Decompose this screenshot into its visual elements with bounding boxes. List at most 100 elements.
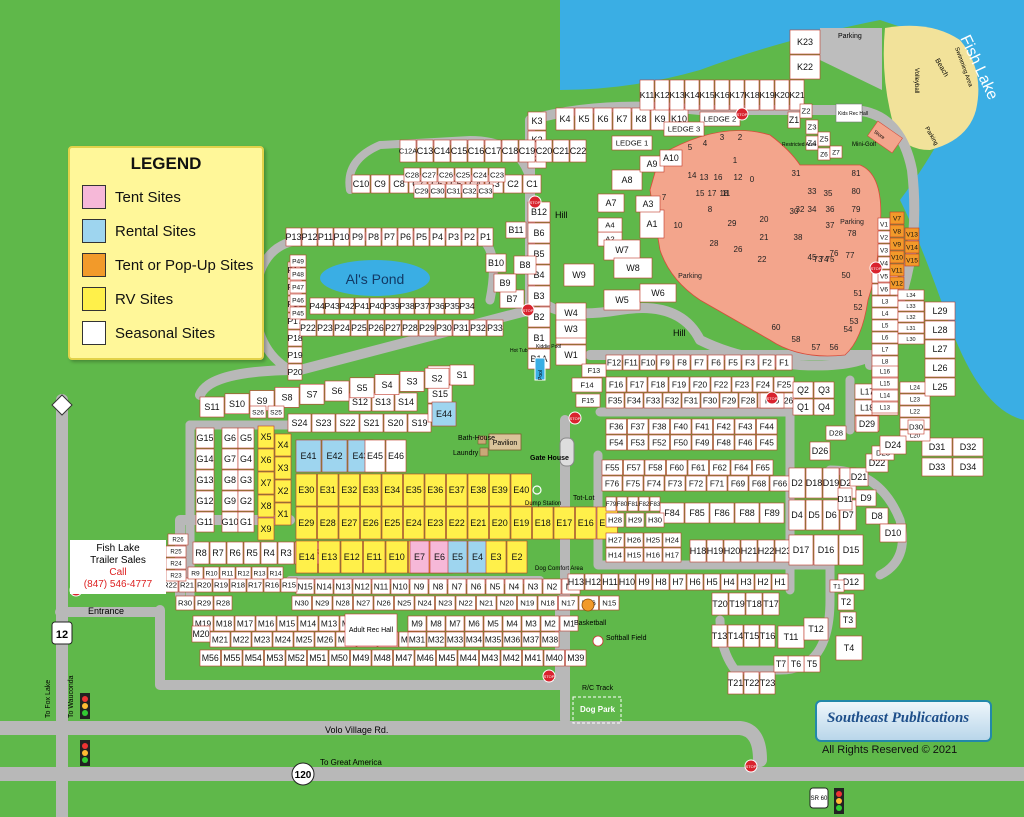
campsite-h22[interactable]: H22 xyxy=(757,539,775,563)
campsite-d10[interactable]: D10 xyxy=(879,523,907,543)
campsite-a1[interactable]: A1 xyxy=(639,209,665,239)
campsite-s8[interactable]: S8 xyxy=(274,387,300,408)
campsite-e33[interactable]: E33 xyxy=(360,473,382,507)
campsite-salmon-79[interactable]: 79 xyxy=(852,205,861,214)
campsite-salmon-74[interactable]: 74 xyxy=(820,255,829,264)
campsite-l7[interactable]: L7 xyxy=(871,343,899,356)
campsite-m37[interactable]: M37 xyxy=(521,631,541,648)
campsite-p13[interactable]: P13 xyxy=(285,227,302,247)
campsite-r21[interactable]: R21 xyxy=(178,577,196,593)
campsite-l4[interactable]: L4 xyxy=(871,307,899,320)
campsite-k20[interactable]: K20 xyxy=(774,79,790,111)
campsite-m54[interactable]: M54 xyxy=(242,649,264,667)
campsite-b8[interactable]: B8 xyxy=(513,255,537,275)
campsite-k22[interactable]: K22 xyxy=(789,54,821,80)
campsite-p46[interactable]: P46 xyxy=(289,293,307,307)
campsite-salmon-52[interactable]: 52 xyxy=(854,303,863,312)
campsite-m42[interactable]: M42 xyxy=(500,649,522,667)
campsite-e3[interactable]: E3 xyxy=(485,540,507,574)
campsite-h24[interactable]: H24 xyxy=(662,532,682,548)
campsite-f38[interactable]: F38 xyxy=(648,418,670,435)
campsite-h4[interactable]: H4 xyxy=(720,573,738,591)
campsite-l33[interactable]: L33 xyxy=(897,300,925,312)
campsite-v1[interactable]: V1 xyxy=(877,217,891,231)
campsite-f46[interactable]: F46 xyxy=(734,434,756,451)
campsite-p44[interactable]: P44 xyxy=(309,297,325,315)
campsite-p26[interactable]: P26 xyxy=(367,319,385,337)
campsite-h26[interactable]: H26 xyxy=(624,532,644,548)
campsite-x7[interactable]: X7 xyxy=(257,471,275,495)
campsite-salmon-21[interactable]: 21 xyxy=(760,233,769,242)
campsite-r12[interactable]: R12 xyxy=(235,566,252,580)
campsite-r7[interactable]: R7 xyxy=(209,541,227,565)
campsite-c12a[interactable]: C12A xyxy=(399,139,417,163)
campsite-salmon-50[interactable]: 50 xyxy=(842,271,851,280)
campsite-n2[interactable]: N2 xyxy=(542,578,562,595)
campsite-r9[interactable]: R9 xyxy=(187,566,204,580)
campsite-n8[interactable]: N8 xyxy=(428,578,448,595)
campsite-n15[interactable]: N15 xyxy=(599,595,620,611)
campsite-h10[interactable]: H10 xyxy=(618,573,636,591)
campsite-f68[interactable]: F68 xyxy=(748,475,770,492)
campsite-p11[interactable]: P11 xyxy=(317,227,334,247)
campsite-g7[interactable]: G7 xyxy=(221,448,239,470)
campsite-a3[interactable]: A3 xyxy=(635,195,661,213)
campsite-p35[interactable]: P35 xyxy=(444,297,460,315)
campsite-p32[interactable]: P32 xyxy=(469,319,487,337)
campsite-f1[interactable]: F1 xyxy=(775,354,793,371)
campsite-m20[interactable]: M20 xyxy=(191,625,211,643)
campsite-p12[interactable]: P12 xyxy=(301,227,318,247)
campsite-g1[interactable]: G1 xyxy=(237,511,255,533)
campsite-p39[interactable]: P39 xyxy=(384,297,400,315)
campsite-p9[interactable]: P9 xyxy=(349,227,366,247)
campsite-n29[interactable]: N29 xyxy=(312,595,333,611)
campsite-l22[interactable]: L22 xyxy=(899,405,931,418)
campsite-salmon-60[interactable]: 60 xyxy=(772,323,781,332)
campsite-p22[interactable]: P22 xyxy=(299,319,317,337)
campsite-p30[interactable]: P30 xyxy=(435,319,453,337)
campsite-h17[interactable]: H17 xyxy=(662,547,682,563)
campsite-f86[interactable]: F86 xyxy=(709,502,735,524)
campsite-g4[interactable]: G4 xyxy=(237,448,255,470)
campsite-t20[interactable]: T20 xyxy=(711,592,729,616)
campsite-d24[interactable]: D24 xyxy=(879,435,907,455)
campsite-f79[interactable]: F79 xyxy=(605,496,617,512)
campsite-g3[interactable]: G3 xyxy=(237,469,255,491)
campsite-r8[interactable]: R8 xyxy=(192,541,210,565)
campsite-salmon-56[interactable]: 56 xyxy=(830,343,839,352)
campsite-d4[interactable]: D4 xyxy=(788,499,806,531)
campsite-n9[interactable]: N9 xyxy=(409,578,429,595)
campsite-p47[interactable]: P47 xyxy=(289,280,307,294)
campsite-e2[interactable]: E2 xyxy=(506,540,528,574)
campsite-p18[interactable]: P18 xyxy=(287,329,303,347)
campsite-m17[interactable]: M17 xyxy=(234,615,256,632)
campsite-e24[interactable]: E24 xyxy=(403,506,425,540)
campsite-d9[interactable]: D9 xyxy=(855,489,877,507)
campsite-f45[interactable]: F45 xyxy=(756,434,778,451)
campsite-c25[interactable]: C25 xyxy=(454,167,472,183)
campsite-t2[interactable]: T2 xyxy=(837,593,855,611)
campsite-k19[interactable]: K19 xyxy=(759,79,775,111)
campsite-r14[interactable]: R14 xyxy=(267,566,284,580)
campsite-e22[interactable]: E22 xyxy=(446,506,468,540)
campsite-m50[interactable]: M50 xyxy=(328,649,350,667)
campsite-f35[interactable]: F35 xyxy=(605,392,625,409)
campsite-f23[interactable]: F23 xyxy=(731,376,753,393)
campsite-r4[interactable]: R4 xyxy=(260,541,278,565)
campsite-e28[interactable]: E28 xyxy=(317,506,339,540)
campsite-e21[interactable]: E21 xyxy=(467,506,489,540)
campsite-m39[interactable]: M39 xyxy=(565,649,587,667)
campsite-m7[interactable]: M7 xyxy=(445,615,465,632)
campsite-p36[interactable]: P36 xyxy=(429,297,445,315)
campsite-f49[interactable]: F49 xyxy=(691,434,713,451)
campsite-m44[interactable]: M44 xyxy=(457,649,479,667)
campsite-h12[interactable]: H12 xyxy=(584,573,602,591)
campsite-f48[interactable]: F48 xyxy=(713,434,735,451)
campsite-a4[interactable]: A4 xyxy=(597,217,623,233)
campsite-salmon-76[interactable]: 76 xyxy=(830,249,839,258)
campsite-c2[interactable]: C2 xyxy=(503,174,523,194)
campsite-salmon-45[interactable]: 45 xyxy=(808,253,817,262)
campsite-f72[interactable]: F72 xyxy=(685,475,707,492)
campsite-d32[interactable]: D32 xyxy=(952,437,984,457)
campsite-e4[interactable]: E4 xyxy=(467,540,488,574)
